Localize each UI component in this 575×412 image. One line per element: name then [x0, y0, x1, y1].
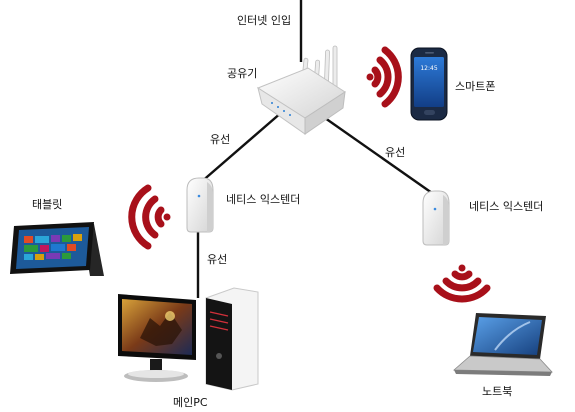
wifi-extender-icon [422, 190, 450, 246]
extender-right [422, 190, 450, 246]
internet-label: 인터넷 인입 [237, 14, 291, 27]
extender-left-label: 네티스 익스텐더 [226, 193, 300, 206]
wired-link-left [199, 111, 283, 184]
tablet-label: 태블릿 [32, 198, 62, 211]
wifi-extender-icon [186, 177, 214, 233]
extender-right-label: 네티스 익스텐더 [469, 200, 543, 213]
cables [196, 0, 433, 298]
wifi-wave-extender-left [128, 184, 171, 250]
router-label: 공유기 [227, 67, 257, 80]
desktop-pc-icon [118, 287, 259, 391]
smartphone-icon: 12:45 [410, 47, 448, 121]
wired-label-right: 유선 [385, 146, 405, 159]
wired-label-left: 유선 [210, 133, 230, 146]
laptop-label: 노트북 [482, 385, 512, 398]
laptop-icon [452, 313, 553, 376]
wifi-wave-extender-right [433, 264, 491, 303]
wired-label-pc: 유선 [207, 253, 227, 266]
wifi-wave-router [366, 46, 402, 108]
wifi-router-icon [256, 45, 346, 135]
smartphone-label: 스마트폰 [455, 80, 495, 93]
tablet-icon [10, 222, 104, 276]
wired-link-right [324, 117, 433, 194]
wifi-signal-icon [128, 46, 491, 303]
main-pc-label: 메인PC [173, 396, 208, 409]
labels: 인터넷 인입 공유기 스마트폰 유선 유선 네티스 익스텐더 네티스 익스텐더 … [32, 14, 543, 409]
phone-clock: 12:45 [420, 65, 437, 72]
extender-left [186, 177, 214, 233]
